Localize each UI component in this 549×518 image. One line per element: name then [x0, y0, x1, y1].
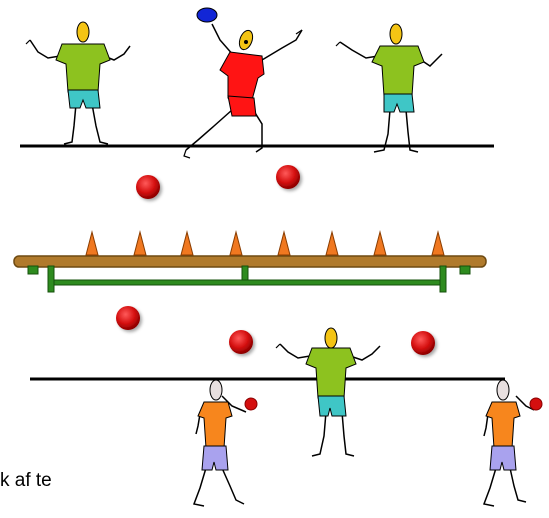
cone-icon — [325, 230, 339, 256]
cone-icon — [229, 230, 243, 256]
balls-group — [116, 165, 435, 355]
ball-icon — [411, 331, 435, 355]
stick-figure-red-thrower — [183, 23, 303, 159]
stick-figure-orange-right — [482, 379, 543, 507]
ball-icon — [229, 330, 253, 354]
stick-figure-orange-left — [192, 379, 258, 507]
stick-figure-green-left — [25, 21, 131, 145]
cone-icon — [180, 230, 194, 256]
cones-row — [85, 230, 445, 256]
cone-icon — [85, 230, 99, 256]
stick-figure-green-bottom — [275, 327, 381, 457]
ball-icon — [116, 306, 140, 330]
caption-text: k af te — [0, 470, 52, 491]
bench-icon — [13, 255, 487, 293]
ball-icon — [136, 175, 160, 199]
cone-icon — [133, 230, 147, 256]
cone-icon — [431, 230, 445, 256]
cone-icon — [277, 230, 291, 256]
stick-figure-green-right — [335, 23, 443, 153]
cone-icon — [373, 230, 387, 256]
blue-ball-icon — [196, 7, 218, 23]
ball-icon — [276, 165, 300, 189]
